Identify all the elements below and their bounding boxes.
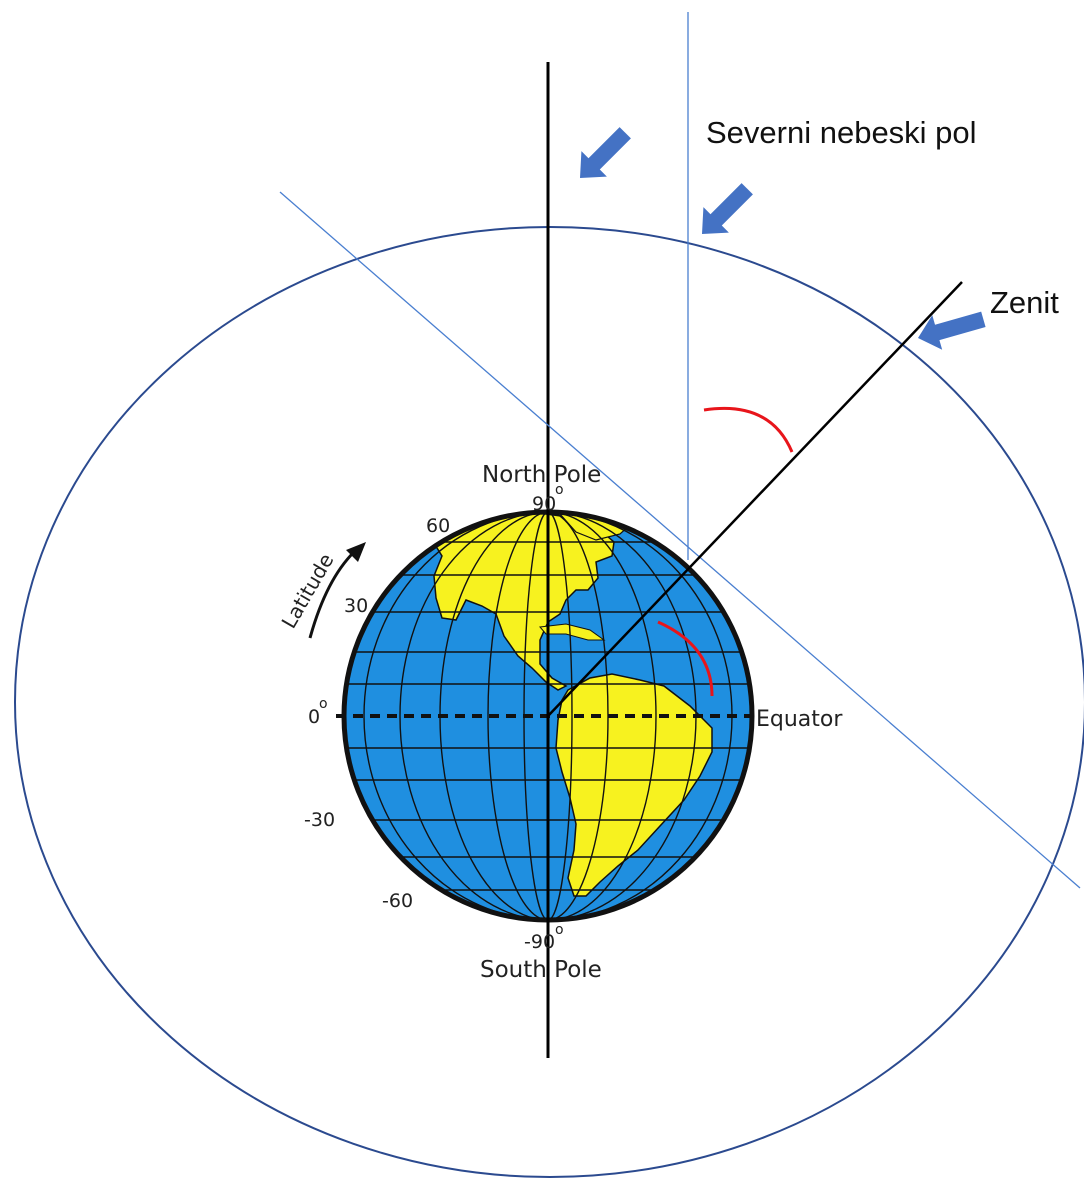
south-pole-label: South Pole — [480, 957, 602, 983]
lat-minus30-label: -30 — [304, 809, 335, 831]
degree-sign-top: o — [555, 482, 564, 498]
pole-zenith-angle-arc — [703, 406, 794, 453]
arrow-icon — [702, 183, 753, 234]
north-celestial-pole-label: Severni nebeski pol — [706, 115, 977, 150]
lat-30-label: 30 — [344, 595, 368, 617]
latitude-angle-arc — [657, 620, 714, 697]
arrow-icon — [918, 311, 986, 350]
latitude-label: Latitude — [277, 549, 339, 632]
degree-sign-equator: o — [319, 696, 328, 712]
latitude-curved-arrow — [308, 550, 356, 639]
lat-minus90-label: -90 — [524, 931, 555, 953]
lat-0-label: 0 — [308, 706, 320, 728]
zenith-label: Zenit — [990, 285, 1059, 320]
degree-sign-bottom: o — [555, 922, 564, 938]
horizon-line — [279, 191, 1081, 889]
lat-60-label: 60 — [426, 515, 450, 537]
lat-90-label: 90 — [532, 493, 556, 515]
arrow-icon — [580, 127, 631, 178]
north-pole-label: North Pole — [482, 462, 601, 488]
celestial-sphere-circle — [14, 226, 1084, 1178]
equator-label: Equator — [756, 707, 843, 732]
zenith-line — [547, 281, 963, 717]
latitude-arrowhead — [346, 542, 366, 562]
lat-minus60-label: -60 — [382, 890, 413, 912]
